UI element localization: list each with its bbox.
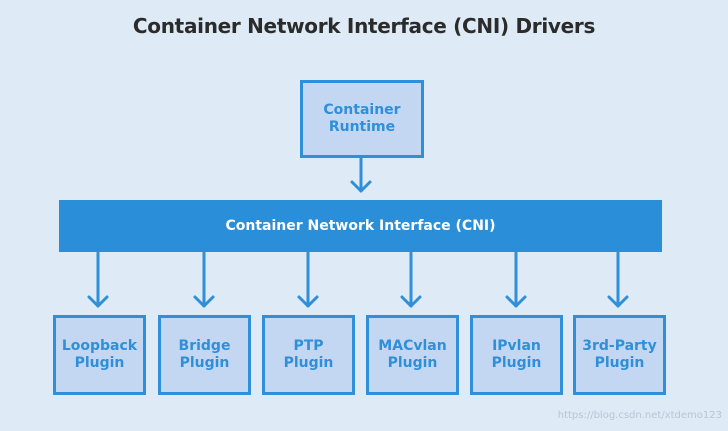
arrow-cni-to-plugin-ptp — [297, 251, 319, 308]
arrow-cni-to-plugin-macvlan — [400, 251, 422, 308]
plugin-box-3rd-party: 3rd-Party Plugin — [573, 315, 666, 395]
plugin-box-ipvlan: IPvlan Plugin — [470, 315, 563, 395]
watermark-url: https://blog.csdn.net/xtdemo123 — [557, 410, 722, 421]
cni-bar: Container Network Interface (CNI) — [59, 200, 662, 252]
plugin-label-macvlan: MACvlan Plugin — [378, 338, 447, 371]
container-runtime-label: Container Runtime — [323, 102, 401, 135]
plugin-label-bridge: Bridge Plugin — [178, 338, 231, 371]
plugin-label-loopback: Loopback Plugin — [61, 338, 138, 371]
plugin-box-ptp: PTP Plugin — [262, 315, 355, 395]
plugin-label-3rd-party: 3rd-Party Plugin — [582, 338, 657, 371]
plugin-box-loopback: Loopback Plugin — [53, 315, 146, 395]
arrow-cni-to-plugin-loopback — [87, 251, 109, 308]
arrow-runtime-to-cni — [350, 154, 372, 193]
arrow-cni-to-plugin-3rd-party — [607, 251, 629, 308]
container-runtime-box: Container Runtime — [300, 80, 424, 158]
diagram-title: Container Network Interface (CNI) Driver… — [132, 14, 596, 38]
plugin-box-bridge: Bridge Plugin — [158, 315, 251, 395]
cni-label: Container Network Interface (CNI) — [225, 218, 496, 234]
arrow-cni-to-plugin-ipvlan — [505, 251, 527, 308]
arrow-cni-to-plugin-bridge — [193, 251, 215, 308]
plugin-label-ptp: PTP Plugin — [283, 338, 334, 371]
plugin-label-ipvlan: IPvlan Plugin — [491, 338, 542, 371]
plugin-box-macvlan: MACvlan Plugin — [366, 315, 459, 395]
